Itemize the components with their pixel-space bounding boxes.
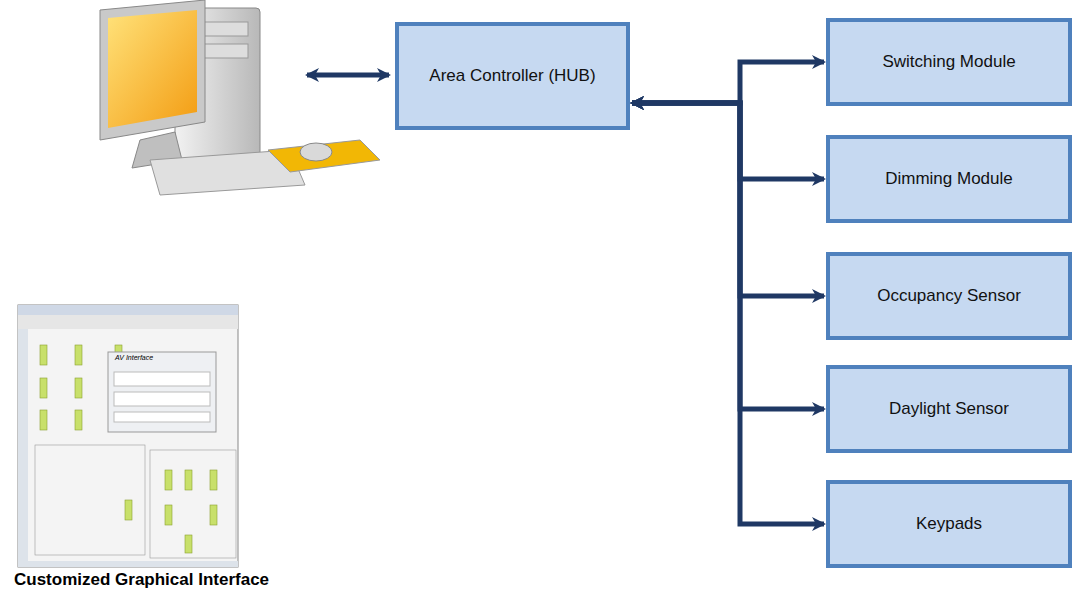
node-label: Dimming Module <box>885 168 1013 190</box>
screen-title: AV Interface <box>115 354 153 361</box>
controller-box: Area Controller (HUB) <box>395 22 630 130</box>
keypad-box: Keypads <box>826 480 1072 568</box>
node-label: Switching Module <box>882 51 1015 73</box>
module-box: Dimming Module <box>826 135 1072 223</box>
sensor-box: Daylight Sensor <box>826 365 1072 453</box>
module-box: Switching Module <box>826 18 1072 106</box>
bus-connector <box>632 103 824 409</box>
computer-icon <box>100 0 380 195</box>
bus-connector <box>632 103 824 179</box>
bus-connector <box>632 103 824 524</box>
bus-connector <box>632 103 824 296</box>
node-label: Area Controller (HUB) <box>429 65 595 87</box>
node-label: Occupancy Sensor <box>877 285 1021 307</box>
interface-screenshot <box>18 305 238 567</box>
sensor-box: Occupancy Sensor <box>826 252 1072 340</box>
node-label: Keypads <box>916 513 982 535</box>
computer-link <box>307 73 389 78</box>
bus-connector <box>632 62 824 103</box>
node-label: Daylight Sensor <box>889 398 1009 420</box>
caption-text: Customized Graphical Interface <box>14 570 269 590</box>
